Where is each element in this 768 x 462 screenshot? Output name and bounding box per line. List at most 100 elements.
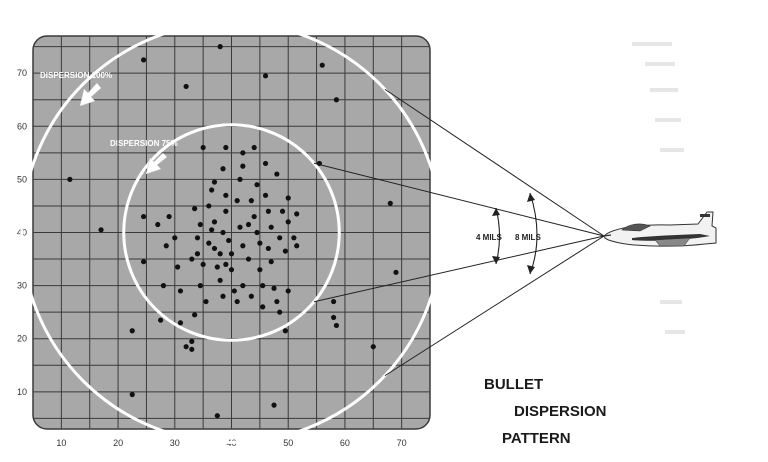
bullet-hit	[294, 243, 300, 249]
bullet-hit	[262, 192, 269, 198]
bullet-hit	[285, 195, 291, 201]
bullet-hit	[200, 261, 206, 267]
bullet-hit	[285, 219, 291, 225]
bullet-hit	[223, 208, 229, 214]
x-tick-label: 60	[340, 438, 350, 448]
sight-line	[313, 162, 605, 237]
bullet-hit	[160, 283, 167, 289]
y-tick-label: 30	[17, 281, 27, 291]
bullet-hit	[282, 328, 288, 334]
bullet-hit	[172, 235, 178, 241]
bullet-hit	[285, 288, 291, 294]
bullet-hits	[67, 44, 399, 419]
bullet-hit	[129, 328, 135, 334]
bullet-hit	[175, 264, 181, 270]
bullet-hit	[279, 208, 286, 214]
bullet-hit	[254, 229, 260, 236]
y-tick-label: 10	[17, 387, 27, 397]
bullet-hit	[265, 208, 271, 214]
bullet-hit	[177, 320, 184, 326]
bullet-hit	[248, 293, 254, 299]
bullet-hit	[214, 413, 220, 419]
bullet-hit	[234, 298, 240, 305]
bullet-hit	[98, 227, 104, 233]
bullet-hit	[211, 245, 218, 252]
bullet-hit	[220, 229, 226, 236]
grid-lines	[33, 36, 430, 429]
bullet-hit	[251, 213, 257, 220]
bullet-hit	[217, 251, 223, 257]
dispersion-circles	[20, 21, 443, 444]
bullet-hit	[268, 224, 274, 230]
bullet-hit	[274, 171, 280, 177]
bullet-hit	[211, 179, 218, 185]
bullet-hit	[223, 261, 229, 267]
mils-inner-label: 4 MILS	[476, 233, 502, 242]
x-tick-label: 10	[56, 438, 66, 448]
bullet-hit	[245, 221, 252, 228]
bullet-hit	[240, 243, 246, 249]
background-bleed-through	[632, 42, 685, 334]
diagram-title-line-1: BULLET	[484, 376, 543, 393]
bullet-hit	[330, 298, 337, 305]
y-tick-label: 70	[17, 68, 27, 78]
bullet-hit	[140, 259, 147, 265]
bullet-hit	[277, 235, 283, 241]
bullet-hit	[189, 338, 195, 344]
bullet-hit	[158, 317, 164, 323]
bullet-hit	[140, 57, 147, 63]
y-tick-label: 50	[17, 174, 27, 184]
dispersion-100-label: DISPERSION 100%	[40, 71, 112, 80]
bullet-hit	[200, 144, 206, 151]
dispersion-75-circle	[122, 123, 341, 342]
sight-line	[313, 235, 605, 303]
y-tick-label: 60	[17, 121, 27, 131]
bullet-hit	[183, 83, 189, 90]
bullet-hit	[163, 243, 169, 249]
bullet-hit	[245, 256, 252, 262]
bullet-hit	[240, 150, 246, 156]
bullet-hit	[206, 240, 212, 246]
bullet-hit	[257, 267, 263, 273]
mils-outer-arrow-icon	[527, 192, 538, 275]
bullet-hit	[237, 224, 243, 230]
dispersion-100-arrow-icon	[79, 82, 102, 107]
bullet-hit	[194, 235, 201, 241]
x-tick-label: 20	[113, 438, 123, 448]
bullet-hit	[274, 298, 280, 305]
x-tick-label: 30	[170, 438, 180, 448]
bullet-hit	[223, 144, 229, 151]
bullet-hit	[265, 245, 271, 252]
bullet-hit	[330, 314, 337, 321]
bullet-hit	[262, 73, 269, 79]
bullet-hit	[251, 144, 257, 151]
bullet-hit	[237, 176, 243, 182]
bullet-hit	[333, 322, 340, 329]
bullet-hit	[231, 288, 237, 294]
bullet-hit	[217, 277, 223, 283]
bullet-hit	[291, 235, 297, 241]
bullet-hit	[271, 402, 277, 408]
bullet-hit	[194, 251, 201, 257]
dispersion-75-label: DISPERSION 75%	[110, 139, 178, 148]
diagram-title-line-3: PATTERN	[502, 430, 571, 447]
bullet-hit	[240, 163, 246, 169]
bullet-hit	[67, 176, 73, 182]
bullet-hit	[228, 251, 235, 257]
bullet-hit	[370, 344, 376, 350]
bullet-hit	[257, 240, 263, 246]
dispersion-100-circle	[20, 21, 443, 444]
bullet-hit	[319, 62, 325, 68]
bullet-hit	[217, 44, 223, 50]
bullet-hit	[166, 213, 172, 220]
bullet-hit	[197, 283, 203, 289]
bullet-hit	[294, 211, 300, 217]
jet-aircraft-icon	[603, 211, 717, 247]
bullet-hit	[192, 206, 198, 212]
bullet-hit	[214, 264, 220, 270]
bullet-hit	[387, 200, 393, 206]
sight-lines	[313, 88, 605, 377]
bullet-hit	[277, 309, 283, 315]
dispersion-75-arrow-icon	[145, 152, 168, 175]
bullet-hit	[393, 269, 399, 275]
